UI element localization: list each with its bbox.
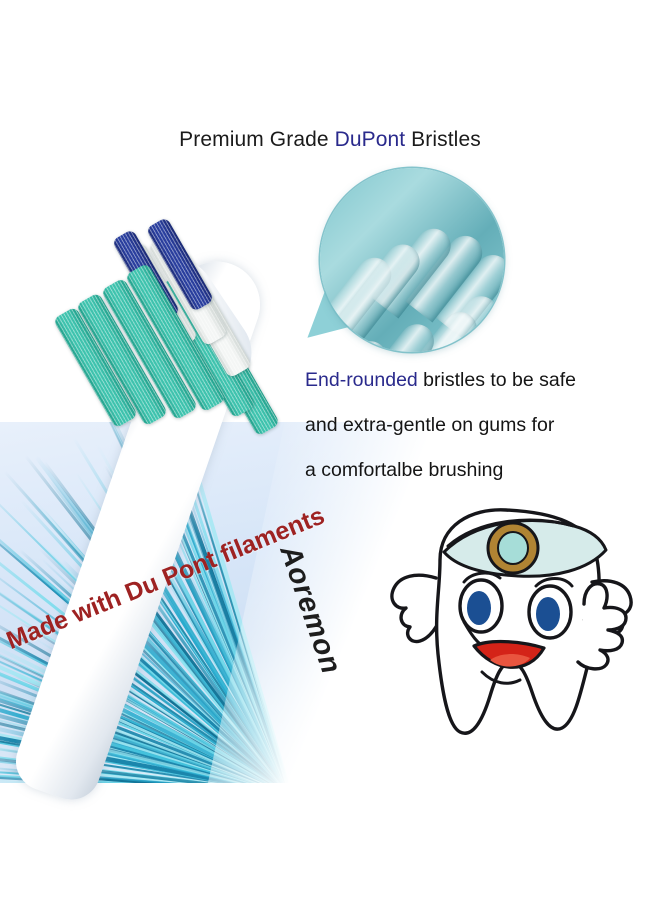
headline-suffix: Bristles (405, 128, 481, 151)
headline-prefix: Premium Grade (179, 128, 334, 151)
body-copy-accent: End-rounded (305, 369, 418, 391)
body-copy-line-1-rest: bristles to be safe (418, 369, 576, 391)
mascot-left-hand-icon (392, 575, 442, 641)
body-copy: End-rounded bristles to be safe and extr… (305, 358, 655, 493)
page-title: Premium Grade DuPont Bristles (0, 128, 660, 152)
body-copy-line-1: End-rounded bristles to be safe (305, 358, 655, 403)
mascot-head-mirror-icon (488, 523, 538, 573)
body-copy-line-2: and extra-gentle on gums for (305, 403, 655, 448)
headline-brand-dupont: DuPont (335, 128, 406, 151)
cartoon-tooth-dentist (378, 486, 646, 766)
magnifier-circle (320, 168, 504, 352)
